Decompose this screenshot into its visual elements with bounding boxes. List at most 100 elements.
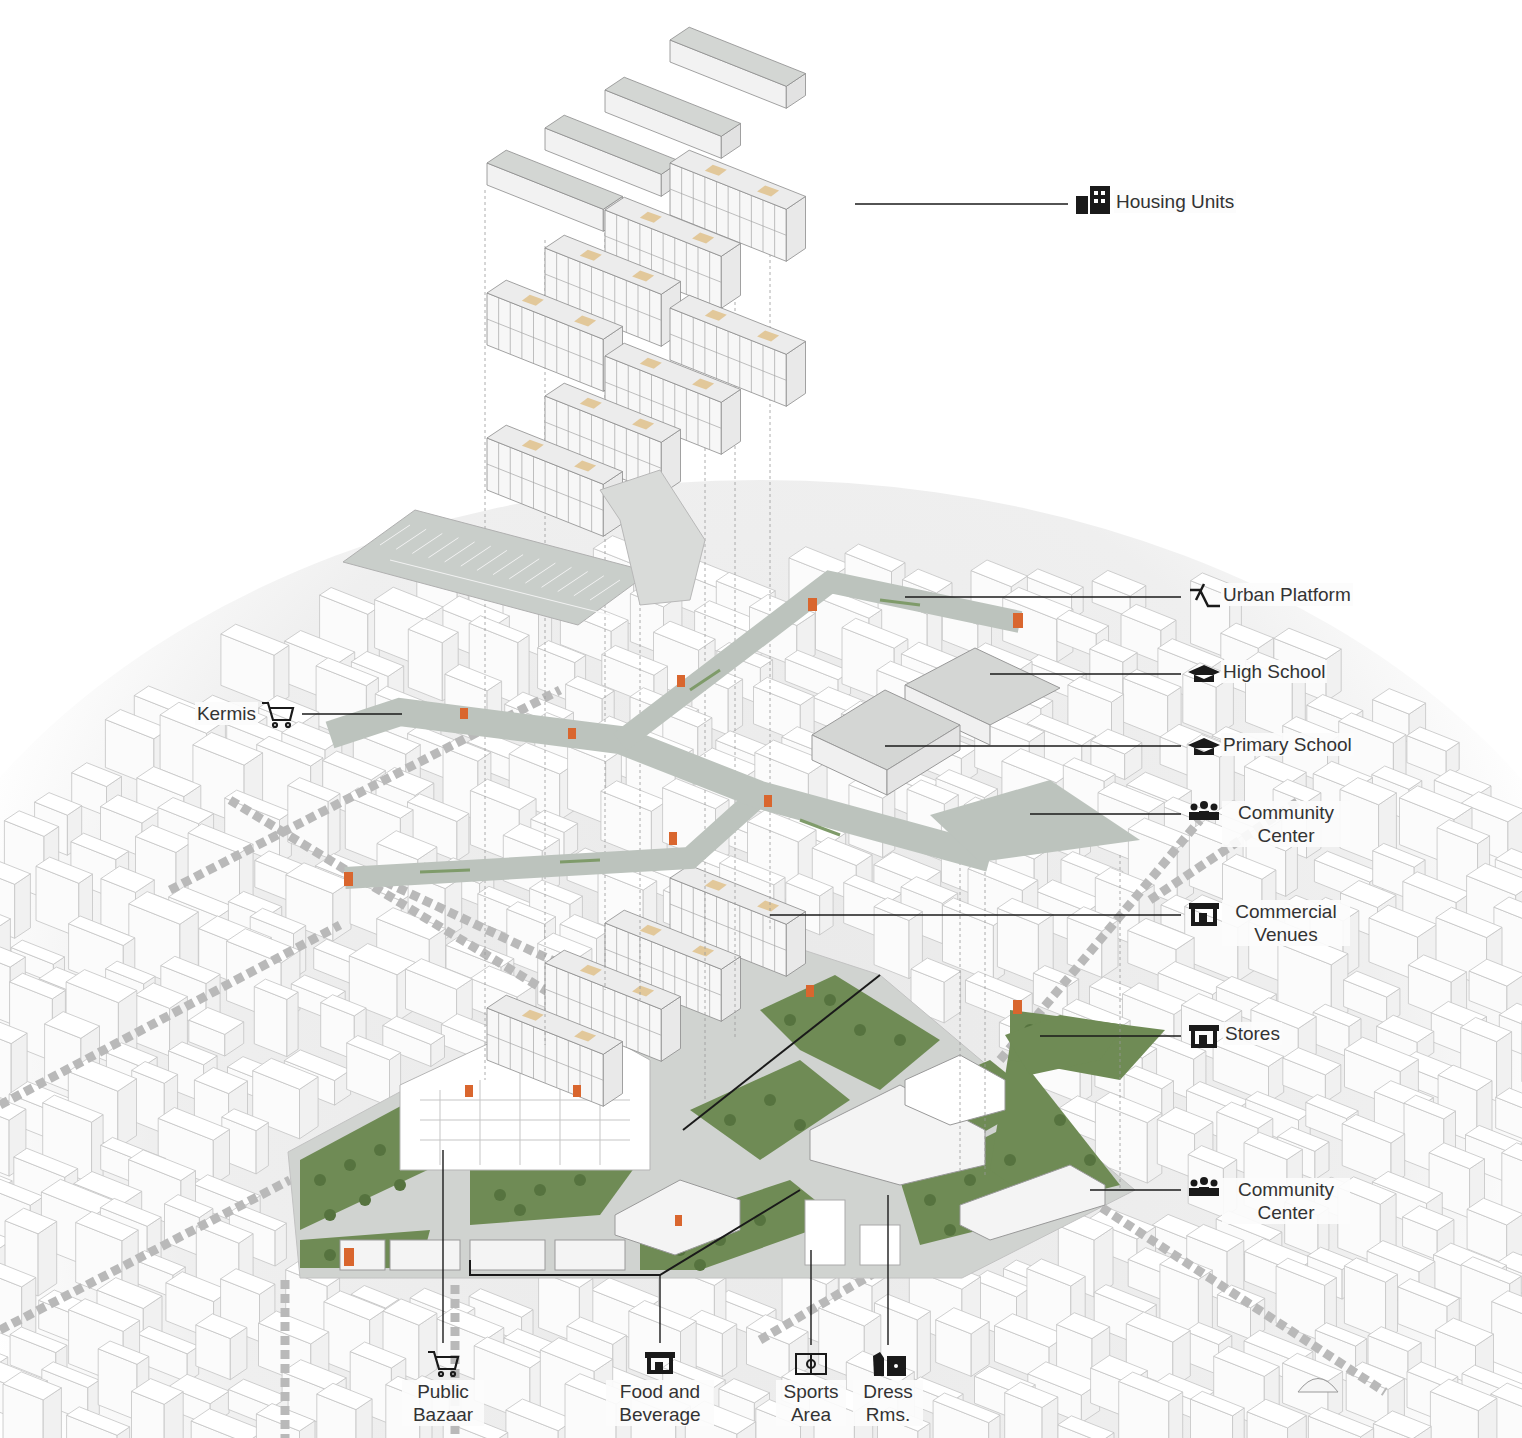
city-block — [1276, 1258, 1336, 1285]
city-block — [1214, 1346, 1280, 1376]
leader-line — [659, 1275, 660, 1343]
city-block — [43, 1095, 103, 1122]
city-block — [106, 961, 156, 984]
terrace — [705, 310, 727, 321]
store-icon — [1189, 903, 1219, 926]
city-block — [654, 621, 716, 650]
city-block — [469, 1289, 533, 1318]
city-block — [1461, 1257, 1521, 1284]
tree — [944, 1224, 956, 1236]
housing-block — [545, 950, 681, 1009]
city-block — [1306, 1095, 1358, 1119]
city-block — [1245, 755, 1307, 784]
city-block — [1157, 1107, 1213, 1134]
callout-label: Public Bazaar — [402, 1380, 484, 1426]
city-block — [1502, 1143, 1522, 1170]
city-block — [158, 1108, 229, 1141]
trees — [314, 994, 1106, 1271]
terrace — [574, 461, 596, 472]
housing-roof — [487, 150, 623, 209]
city-block — [287, 992, 298, 1057]
terrace — [640, 925, 662, 936]
leader-line — [442, 1150, 443, 1343]
city-block — [1186, 1323, 1232, 1345]
city-block — [1058, 1416, 1114, 1438]
parking-stripe — [445, 542, 475, 562]
city-block — [1273, 779, 1321, 802]
housing-roof — [545, 115, 681, 174]
city-block — [754, 677, 815, 705]
city-block — [191, 1409, 264, 1438]
city-block — [0, 1258, 36, 1287]
city-block — [253, 1058, 318, 1089]
platform-arm — [345, 795, 760, 878]
callout-label: High School — [1221, 660, 1327, 683]
terrace — [574, 316, 596, 327]
city-block — [1344, 1258, 1397, 1282]
city-blocks — [0, 536, 1522, 1438]
city-block — [136, 825, 194, 853]
city-block — [5, 1208, 57, 1234]
tree — [314, 1174, 326, 1186]
city-block — [38, 1221, 57, 1296]
city-block — [1123, 669, 1181, 696]
city-block — [14, 1148, 78, 1177]
site-plan — [288, 930, 1165, 1278]
dress-icon — [873, 1352, 906, 1376]
city-block — [254, 979, 298, 999]
housing-roof — [605, 77, 741, 136]
terrace — [705, 165, 727, 176]
terrace — [522, 295, 544, 306]
city-block — [973, 1270, 1030, 1297]
tree — [394, 1179, 406, 1191]
terrace — [522, 1010, 544, 1021]
city-block — [1430, 1379, 1497, 1411]
community-building — [960, 1165, 1105, 1240]
tree — [324, 1209, 336, 1221]
city-block — [137, 1326, 198, 1354]
city-block — [1438, 1065, 1492, 1091]
tree — [894, 1034, 906, 1046]
leader-lines — [302, 204, 1181, 1345]
tree — [1004, 1154, 1016, 1166]
parking-stripe — [493, 555, 523, 575]
city-block — [67, 1407, 130, 1436]
city-block — [1467, 863, 1522, 895]
tree — [324, 1249, 336, 1261]
city-block — [470, 966, 536, 997]
store-icon — [1189, 1025, 1219, 1048]
city-block — [1496, 1088, 1522, 1114]
city-block — [874, 898, 922, 921]
tree — [694, 1259, 706, 1271]
city-block — [10, 1327, 67, 1353]
schools — [812, 648, 1060, 795]
city-block — [250, 908, 306, 933]
city-block — [136, 983, 188, 1009]
city-block — [720, 856, 786, 885]
city-block — [4, 811, 58, 837]
city-block — [66, 970, 137, 1003]
city-block — [1467, 1198, 1522, 1225]
city-block — [785, 650, 850, 679]
city-block — [1369, 905, 1437, 937]
city-block — [345, 788, 413, 818]
city-block — [1435, 1318, 1493, 1346]
city-block — [69, 1299, 140, 1332]
city-block — [408, 619, 458, 643]
city-block — [1223, 854, 1276, 879]
parking-stripe — [477, 550, 507, 570]
tree — [764, 1094, 776, 1106]
city-block — [259, 696, 319, 725]
street-dashes — [0, 690, 1385, 1438]
city-block — [719, 1379, 770, 1403]
tree — [854, 1024, 866, 1036]
housing-block — [487, 280, 623, 339]
cart-icon — [428, 1352, 458, 1376]
city-block — [316, 658, 378, 686]
city-block — [193, 732, 263, 765]
leader-line — [887, 1195, 888, 1345]
city-block — [540, 1338, 612, 1372]
parking-stripe — [525, 563, 555, 583]
city-block — [786, 874, 833, 896]
terrace — [692, 379, 714, 390]
